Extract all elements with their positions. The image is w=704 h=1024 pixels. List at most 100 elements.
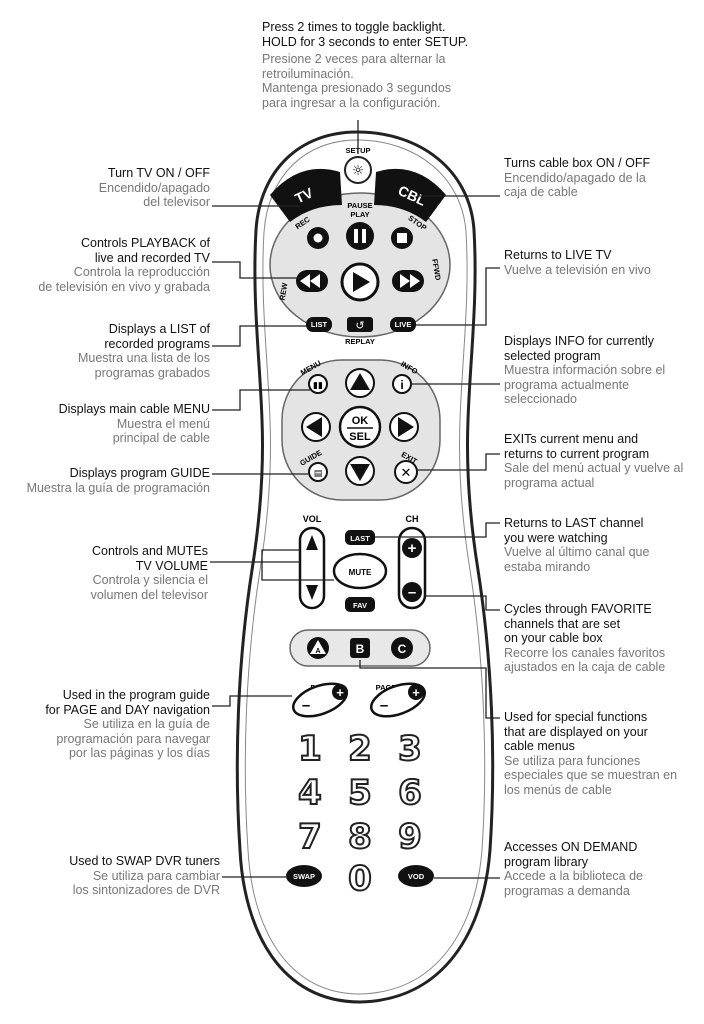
mute-button[interactable] [332,552,388,590]
vol-label: VOL [303,514,322,524]
digit-8-button[interactable]: 8 [347,816,373,858]
setup-es-1: Presione 2 veces para alternar la [262,52,446,66]
volume-en-1: Controls and MUTEs [91,544,208,558]
c-button[interactable] [391,637,413,659]
info-en-2: selected program [504,348,601,363]
tv-power-button[interactable] [270,168,342,222]
cbl-power-es-1: Encendido/apagado de la [504,170,646,185]
setup-en-2: HOLD for 3 seconds to enter SETUP. [262,34,469,49]
menu-annotation: Displays main cable MENU Muestra el menú… [20,402,210,446]
swap-button[interactable] [286,865,322,887]
special-es-1: Se utiliza para funciones [504,753,641,768]
live-en: Returns to LIVE TV [504,248,612,262]
replay-label: REPLAY [345,337,375,346]
digit-1-button[interactable]: 1 [297,728,323,770]
tv-power-en: Turn TV ON / OFF [107,166,210,180]
digit-9-button[interactable]: 9 [397,816,423,858]
swap-es-1: Se utiliza para cambiar [92,868,220,883]
guide-es: Muestra la guía de programación [26,480,210,495]
pause-button[interactable] [346,222,374,250]
ch-label: CH [406,514,419,524]
ok-sel-button[interactable] [338,405,382,449]
vod-es-2: programas a demanda [504,883,630,898]
digit-0-button[interactable]: 0 [347,858,373,900]
menu-es-1: Muestra el menú [116,416,210,431]
fav-button[interactable] [345,597,375,612]
special-es-2: especiales que se muestran en [504,768,678,782]
ffwd-label: FFWD [430,258,443,281]
live-annotation: Returns to LIVE TV Vuelve a televisión e… [504,248,694,277]
list-label: LIST [311,320,328,329]
guide-annotation: Displays program GUIDE Muestra la guía d… [4,466,210,495]
b-button[interactable] [350,638,370,658]
live-button[interactable] [390,317,416,332]
list-annotation: Displays a LIST of recorded programs Mue… [20,322,210,380]
cbl-power-es-2: caja de cable [504,185,578,199]
special-es-3: los menús de cable [504,782,612,797]
page-label: PAGE [376,683,397,692]
channel-up-icon: + [408,540,417,557]
digit-2-button[interactable]: 2 [347,728,373,770]
close-icon: ✕ [401,466,412,481]
cbl-power-button[interactable] [374,168,446,222]
fav-en-1: Cycles through FAVORITE [504,602,652,616]
rew-label: REW [278,281,290,301]
vod-en-1: Accesses ON DEMAND [504,840,638,854]
page-day-es-1: Se utiliza en la guía de [83,717,210,731]
setup-button[interactable] [344,156,372,184]
play-label: PLAY [350,210,369,219]
info-es-3: seleccionado [504,392,577,406]
fav-en-3: on your cable box [504,631,603,645]
vod-es-1: Accede a la biblioteca de [504,869,643,883]
vod-annotation: Accesses ON DEMAND program library Acced… [504,840,694,898]
playback-annotation: Controls PLAYBACK of live and recorded T… [6,236,210,294]
exit-es-2: programa actual [504,475,595,490]
special-en-2: that are displayed on your [504,724,648,739]
last-en-2: you were watching [504,530,608,545]
last-es-1: Vuelve al último canal que [504,545,650,559]
menu-button[interactable] [308,374,328,394]
list-button[interactable] [306,317,332,332]
special-en-1: Used for special functions [504,710,648,724]
menu-es-2: principal de cable [112,431,210,445]
replay-button[interactable] [347,317,373,332]
digit-5-button[interactable]: 5 [347,772,373,814]
cbl-power-annotation: Turns cable box ON / OFF Encendido/apaga… [504,156,694,200]
info-icon: i [400,378,403,392]
c-label: C [398,642,407,656]
digit-3-button[interactable]: 3 [397,728,423,770]
day-minus-icon: – [302,697,310,714]
special-en-3: cable menus [504,739,575,753]
volume-en-2: TV VOLUME [135,558,208,573]
list-es-1: Muestra una lista de los [77,351,210,365]
vod-button[interactable] [398,865,434,887]
mute-label: MUTE [349,568,372,577]
exit-button[interactable] [394,460,418,484]
cbl-power-en: Turns cable box ON / OFF [504,156,651,170]
exit-annotation: EXITs current menu and returns to curren… [504,432,704,490]
exit-en-1: EXITs current menu and [504,432,639,446]
b-label: B [356,642,365,656]
last-label: LAST [350,534,370,543]
pause-label: PAUSE [347,201,372,210]
special-annotation: Used for special functions that are disp… [504,710,700,797]
live-label: LIVE [395,320,412,329]
page-plus-icon: + [412,685,420,700]
digit-4-button[interactable]: 4 [297,772,323,814]
day-plus-icon: + [336,685,344,700]
volume-annotation: Controls and MUTEs TV VOLUME Controla y … [20,544,208,602]
vod-label: VOD [408,872,425,881]
page-day-en-2: for PAGE and DAY navigation [45,702,210,717]
playback-es-2: de televisión en vivo y grabada [38,279,210,294]
guide-button[interactable] [308,462,328,482]
last-button[interactable] [345,530,375,545]
volume-rocker[interactable] [298,526,326,610]
digit-7-button[interactable]: 7 [297,816,323,858]
setup-es-3: Mantenga presionado 3 segundos [262,81,452,95]
guide-icon: ▤ [314,469,323,479]
page-day-annotation: Used in the program guide for PAGE and D… [4,688,210,761]
info-en-1: Displays INFO for currently [504,334,655,348]
setup-annotation: Press 2 times to toggle backlight. HOLD … [262,20,522,110]
digit-6-button[interactable]: 6 [397,772,423,814]
sel-label: SEL [349,431,371,443]
